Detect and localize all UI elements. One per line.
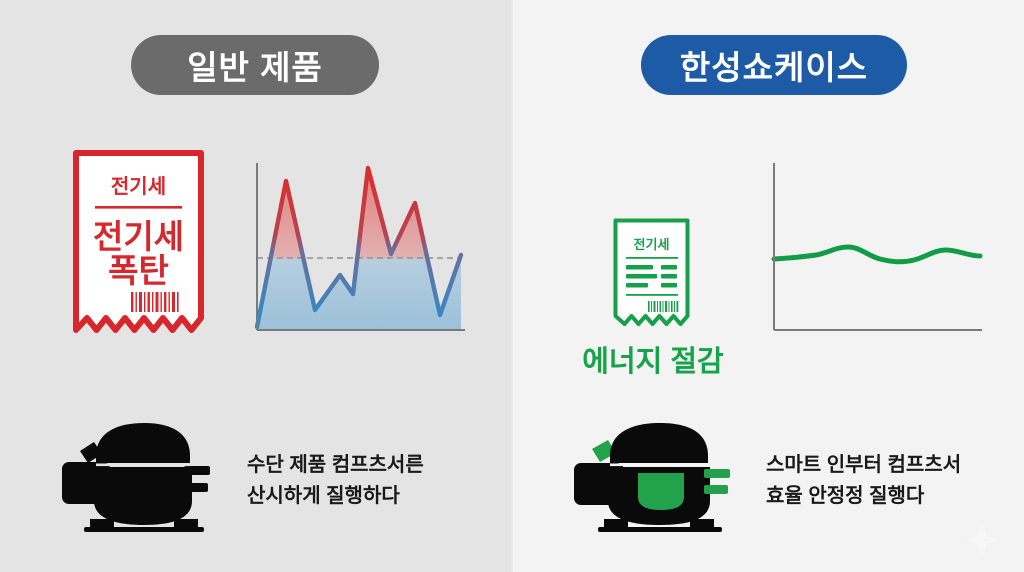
chart-area-fill [257, 168, 461, 330]
electricity-bill-receipt-green: 전기세 [613, 218, 690, 330]
compressor-efficiency-panel [638, 473, 684, 510]
left-caption-line-2: 산시하게 질행하다 [247, 485, 400, 507]
left-panel-badge: 일반 제품 [131, 35, 379, 95]
panel-divider [511, 0, 513, 572]
smart-compressor-illustration [568, 415, 750, 535]
receipt-green-divider-top [626, 257, 678, 259]
right-caption-line-1: 스마트 인부터 컴프츠서 [766, 454, 962, 476]
energy-saving-label: 에너지 절감 [582, 346, 724, 378]
right-panel-badge: 한성쇼케이스 [641, 35, 907, 95]
left-panel-caption: 수단 제품 컴프츠서른 산시하게 질행하다 [247, 450, 424, 512]
unstable-power-consumption-chart [243, 155, 468, 335]
compressor-green-top-pipe [592, 440, 616, 462]
receipt-green-line-items [626, 265, 677, 288]
barcode-icon [648, 301, 679, 312]
sparkle-watermark-icon [962, 520, 1002, 560]
left-caption-line-1: 수단 제품 컴프츠서른 [247, 454, 424, 476]
electricity-bill-receipt-red: 전기세 전기세 폭탄 [73, 150, 204, 340]
right-panel-caption: 스마트 인부터 컴프츠서 효율 안정정 질행다 [766, 450, 961, 512]
receipt-red-headline-line1: 전기세 [93, 218, 184, 255]
compressor-green-side-pipes [704, 469, 730, 494]
receipt-red-divider [95, 206, 182, 209]
standard-compressor-illustration [58, 415, 230, 535]
receipt-red-header-text: 전기세 [111, 175, 166, 198]
receipt-green-divider-bottom [626, 294, 678, 296]
stable-power-consumption-chart [760, 155, 985, 335]
chart-line-series [771, 244, 983, 265]
compressor-seam-line [96, 463, 190, 467]
compressor-seam-line [610, 463, 708, 467]
receipt-green-header-text: 전기세 [634, 237, 670, 252]
chart-line-series [254, 165, 464, 330]
receipt-red-headline-line2: 폭탄 [108, 252, 169, 289]
barcode-icon [131, 292, 179, 312]
right-caption-line-2: 효율 안정정 질행다 [766, 485, 925, 507]
